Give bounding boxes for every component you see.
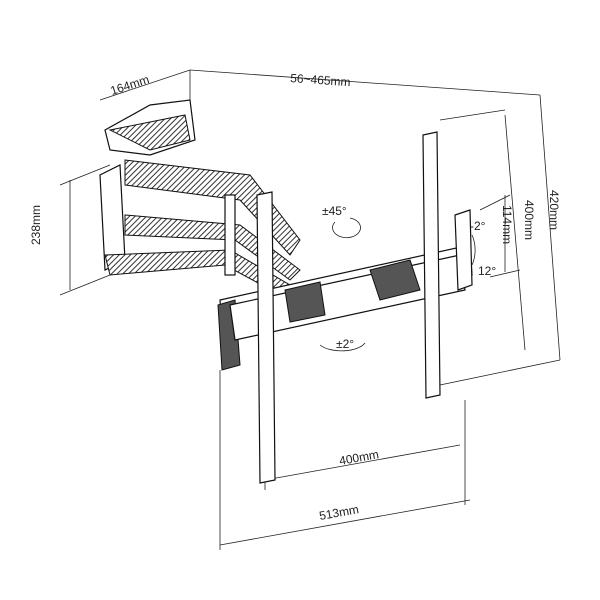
- swivel-label: ±45°: [322, 204, 347, 218]
- articulating-arms: [99, 99, 301, 296]
- rotation-label: ±2°: [336, 337, 354, 351]
- wall-plate-height-label: 238mm: [29, 205, 43, 245]
- tv-bracket: [217, 131, 473, 484]
- max-width-label: 513mm: [318, 502, 360, 523]
- tilt-up-label: -2°: [470, 219, 486, 233]
- vesa-vertical-label: 400mm: [522, 200, 536, 240]
- tilt-down-label: 12°: [478, 264, 496, 278]
- tilt-height-label: 114mm: [500, 205, 514, 244]
- dimension-lines: [59, 69, 561, 550]
- vesa-horizontal-label: 400mm: [338, 447, 380, 468]
- max-height-label: 420mm: [547, 190, 561, 230]
- extension-label: 56~465mm: [290, 71, 351, 89]
- arm-depth-label: 164mm: [109, 72, 151, 98]
